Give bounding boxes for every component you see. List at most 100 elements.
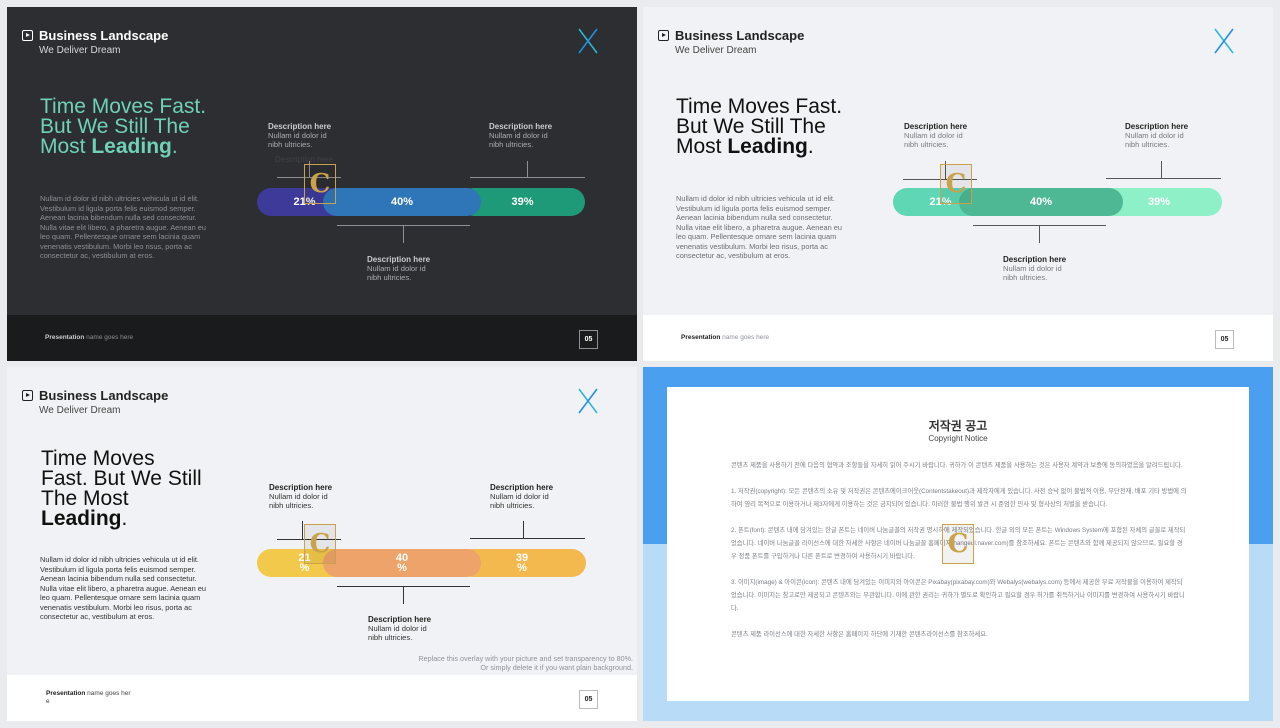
desc-text: Nullam id dolor id bbox=[367, 264, 426, 273]
play-icon bbox=[22, 30, 33, 41]
headline-line: The Most bbox=[41, 487, 129, 510]
headline: Time Moves Fast. But We Still The Most L… bbox=[41, 447, 202, 530]
headline-line: Time Moves Fast. bbox=[676, 95, 843, 118]
desc-text: nibh ultricies. bbox=[368, 633, 413, 642]
connector-line bbox=[1161, 161, 1162, 178]
value-bar-2: 40 % bbox=[323, 549, 481, 577]
desc-text: nibh ultricies. bbox=[367, 273, 412, 282]
desc-title: Description here bbox=[367, 255, 431, 264]
slide-footer: Presentation name goes here 05 bbox=[643, 315, 1273, 361]
headline-bold: Leading bbox=[91, 135, 172, 158]
connector-line bbox=[523, 521, 524, 538]
desc-text: nibh ultricies. bbox=[489, 140, 534, 149]
desc-title: Description here bbox=[490, 483, 554, 492]
description-top-left: Description here Nullam id dolor id nibh… bbox=[269, 483, 359, 510]
slide-thumbnail-1[interactable]: Business Landscape We Deliver Dream Time… bbox=[7, 7, 637, 361]
x-brand-icon bbox=[578, 28, 598, 54]
overlay-note: Replace this overlay with your picture a… bbox=[418, 654, 633, 672]
desc-text: nibh ultricies. bbox=[904, 140, 949, 149]
footer-rest: e bbox=[46, 698, 50, 705]
description-bottom: Description here Nullam id dolor id nibh… bbox=[367, 255, 457, 282]
desc-text: Nullam id dolor id bbox=[1125, 131, 1184, 140]
content-logo: C bbox=[304, 164, 336, 204]
description-bottom: Description here Nullam id dolor id nibh… bbox=[1003, 255, 1093, 282]
footer-rest: name goes her bbox=[85, 690, 131, 697]
slide-footer: Presentation name goes here 05 bbox=[7, 315, 637, 361]
desc-text: Nullam id dolor id bbox=[490, 492, 549, 501]
desc-title: Description here bbox=[269, 483, 333, 492]
connector-line bbox=[309, 161, 310, 177]
slide-title: Business Landscape bbox=[39, 28, 169, 43]
connector-line bbox=[1106, 178, 1221, 179]
connector-line bbox=[277, 177, 341, 178]
connector-line bbox=[945, 161, 946, 179]
play-icon bbox=[658, 30, 669, 41]
x-brand-icon bbox=[1214, 28, 1234, 54]
content-logo: C bbox=[304, 524, 336, 564]
body-paragraph: Nullam id dolor id nibh ultricies vehicu… bbox=[40, 555, 206, 621]
slide-footer: Presentation name goes her e 05 bbox=[7, 675, 637, 721]
description-top-right: Description here Nullam id dolor id nibh… bbox=[490, 483, 580, 510]
desc-text: Nullam id dolor id bbox=[268, 131, 327, 140]
copyright-paragraph: 3. 이미지(image) & 아이콘(icon): 콘텐츠 내에 담겨있는 이… bbox=[731, 579, 1185, 612]
desc-text: nibh ultricies. bbox=[268, 140, 313, 149]
body-paragraph: Nullam id dolor id nibh ultricies vehicu… bbox=[676, 194, 842, 260]
slide-thumbnail-3[interactable]: Business Landscape We Deliver Dream Time… bbox=[7, 367, 637, 721]
desc-title: Description here bbox=[489, 122, 553, 131]
headline: Time Moves Fast. But We Still The Most L… bbox=[40, 96, 206, 158]
desc-title: Description here bbox=[368, 615, 432, 624]
connector-line bbox=[527, 161, 528, 177]
headline-line: Most bbox=[676, 135, 728, 158]
copyright-title: 저작권 공고 bbox=[928, 419, 988, 433]
footer-bold: Presentation bbox=[681, 334, 721, 341]
footer-text: Presentation name goes here bbox=[45, 334, 133, 341]
description-top-right: Description here Nullam id dolor id nibh… bbox=[1125, 122, 1215, 149]
slide-subtitle: We Deliver Dream bbox=[675, 45, 757, 56]
headline-line: But We Still The bbox=[676, 115, 826, 138]
slide-thumbnail-4[interactable]: 저작권 공고 Copyright Notice 콘텐츠 제품을 사용하기 전에 … bbox=[643, 367, 1273, 721]
content-logo: C bbox=[940, 164, 972, 204]
desc-text: Nullam id dolor id bbox=[269, 492, 328, 501]
copyright-card: 저작권 공고 Copyright Notice 콘텐츠 제품을 사용하기 전에 … bbox=[667, 387, 1249, 701]
desc-title: Description here bbox=[1125, 122, 1189, 131]
copyright-body: 콘텐츠 제품을 사용하기 전에 다음의 협약과 조항들을 자세히 읽어 주시기 … bbox=[731, 459, 1187, 654]
footer-rest: name goes here bbox=[84, 334, 134, 341]
headline-line: Fast. But We Still bbox=[41, 467, 202, 490]
footer-bold: Presentation bbox=[45, 334, 85, 341]
desc-title: Description here bbox=[904, 122, 968, 131]
description-top-left: Description here Nullam id dolor id nibh… bbox=[904, 122, 994, 149]
slide-title: Business Landscape bbox=[675, 28, 805, 43]
copyright-paragraph: 콘텐츠 제품을 사용하기 전에 다음의 협약과 조항들을 자세히 읽어 주시기 … bbox=[731, 462, 1183, 469]
value-bar-2: 40% bbox=[323, 188, 481, 216]
headline-end: . bbox=[121, 507, 128, 530]
slide-thumbnail-2[interactable]: Business Landscape We Deliver Dream Time… bbox=[643, 7, 1273, 361]
description-bottom: Description here Nullam id dolor id nibh… bbox=[368, 615, 458, 642]
desc-text: nibh ultricies. bbox=[269, 501, 314, 510]
page-number: 05 bbox=[1215, 330, 1234, 349]
desc-text: Nullam id dolor id bbox=[489, 131, 548, 140]
connector-line bbox=[302, 521, 303, 539]
desc-text: nibh ultricies. bbox=[1125, 140, 1170, 149]
headline-bold: Leading bbox=[727, 135, 808, 158]
play-icon bbox=[22, 390, 33, 401]
description-top-right: Description here Nullam id dolor id nibh… bbox=[489, 122, 579, 149]
headline-line: Time Moves bbox=[41, 447, 155, 470]
x-brand-icon bbox=[578, 388, 598, 414]
desc-title: Description here bbox=[1003, 255, 1067, 264]
desc-title: Description here bbox=[268, 122, 332, 131]
headline-line: But We Still The bbox=[40, 115, 190, 138]
overlay-note-line: Or simply delete it if you want plain ba… bbox=[480, 663, 633, 672]
desc-text: Nullam id dolor id bbox=[1003, 264, 1062, 273]
copyright-subtitle: Copyright Notice bbox=[928, 434, 988, 443]
overlay-note-line: Replace this overlay with your picture a… bbox=[418, 654, 633, 663]
copyright-paragraph: 콘텐츠 제품 라이선스에 대한 자세한 사항은 홈페이지 하단에 기재한 콘텐츠… bbox=[731, 631, 988, 638]
connector-line bbox=[470, 538, 585, 539]
headline-line: Most bbox=[40, 135, 92, 158]
desc-text: nibh ultricies. bbox=[490, 501, 535, 510]
connector-line bbox=[277, 539, 341, 540]
headline: Time Moves Fast. But We Still The Most L… bbox=[676, 95, 843, 158]
connector-line bbox=[1039, 225, 1040, 243]
footer-bold: Presentation bbox=[46, 690, 86, 697]
page-number: 05 bbox=[579, 690, 598, 709]
